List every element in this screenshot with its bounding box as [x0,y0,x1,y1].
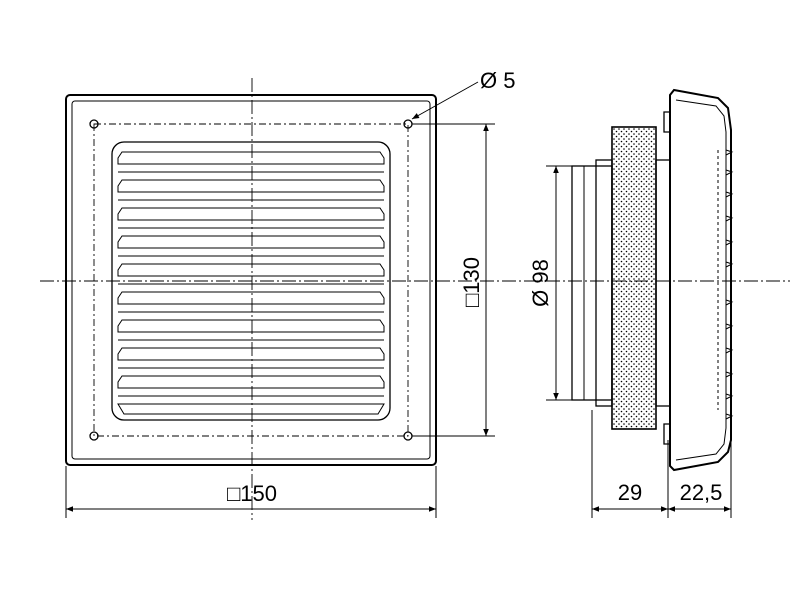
outer-frame [65,94,437,466]
louvre-edge-tick [725,347,734,354]
clip-top [663,111,670,133]
mounting-hole-bottom-left [89,431,99,441]
frame-profile [669,88,732,472]
mesh-filter [611,126,657,430]
hole-spacing-label: □130 [459,257,484,307]
spigot-collar [595,159,613,407]
overall-width-label: □150 [227,481,277,506]
louvre-blade [117,207,385,221]
louvre-edge-tick [725,239,734,246]
louvre-edge-tick [725,323,734,330]
side-view [571,88,734,472]
louvre-blade [117,319,385,333]
louvre-blade [117,151,385,165]
frame-depth-label: 22,5 [680,480,723,505]
louvre-blades [117,151,385,415]
hole-diameter-callout: Ø 5 [411,68,515,120]
spigot-diameter-label: Ø 98 [528,259,553,307]
mounting-hole-top-left [89,119,99,129]
louvre-edge-tick [725,393,734,400]
louvre-blade [117,235,385,249]
depth-dimensions: 29 22,5 [591,410,732,518]
mounting-holes [89,119,413,441]
mesh-rim [655,159,671,407]
clip-bottom [663,423,670,445]
hole-diameter-label: Ø 5 [480,68,515,93]
louvre-edge-tick [725,299,734,306]
louvre-edge-tick [725,215,734,222]
louvre-blade [117,291,385,305]
louvre-edges-side [725,149,734,420]
frame-inner-profile [675,99,727,461]
louvre-blade [117,347,385,361]
hole-leader-line [411,81,479,120]
louvre-blade [117,179,385,193]
spigot-body [571,165,613,401]
louvre-edge-tick [725,413,734,420]
louvre-blade [117,375,385,389]
louvre-edge-tick [725,371,734,378]
hole-spacing-dimension: □130 [412,123,495,437]
louvre-edge-tick [725,149,734,156]
louvre-edge-tick [725,191,734,198]
spigot-depth-label: 29 [618,480,642,505]
front-view [40,78,790,520]
spigot-diameter-dimension: Ø 98 [528,165,575,401]
hole-pattern-line [93,123,409,437]
louvre-blade [117,263,385,277]
overall-width-dimension: □150 [65,466,437,518]
louvre-edge-tick [725,261,734,268]
inner-frame-edge [71,100,431,460]
louvre-bottom-lip [117,403,385,415]
louvre-edge-tick [725,169,734,176]
